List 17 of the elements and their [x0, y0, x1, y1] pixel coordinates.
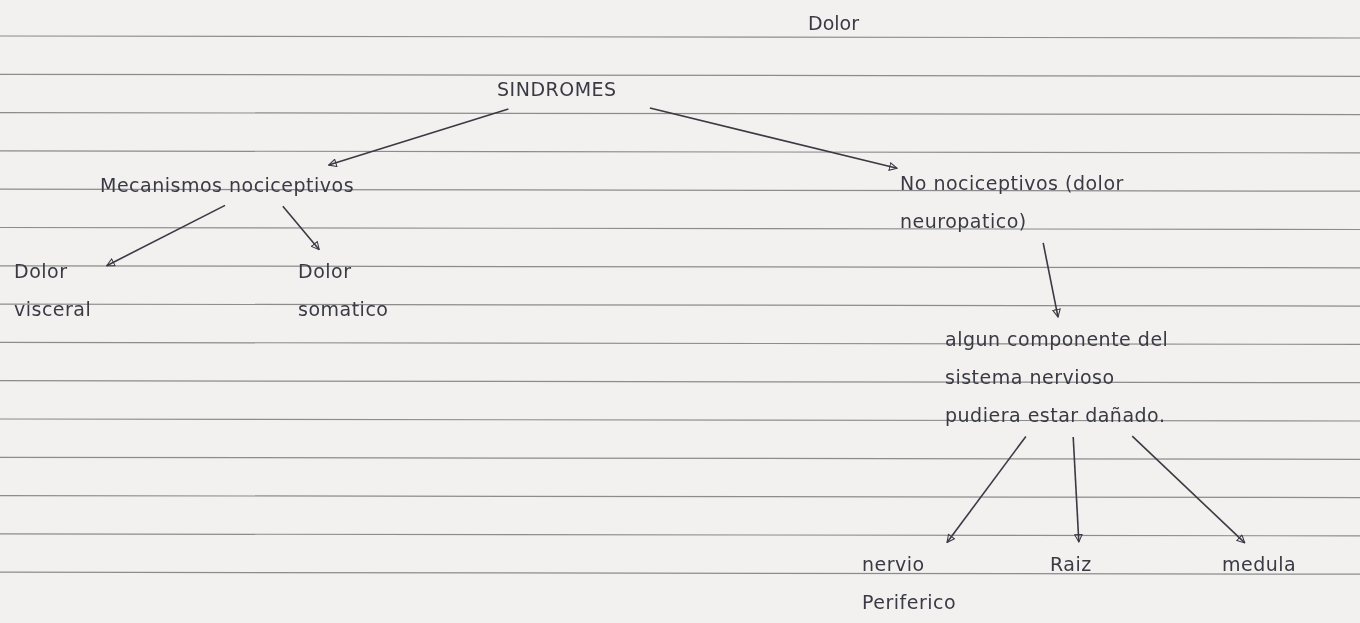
handwritten-note: medula: [1222, 545, 1312, 583]
arrow: [946, 435, 1027, 544]
arrow: [327, 108, 510, 167]
arrow: [1042, 242, 1061, 318]
handwritten-note: nervio Periferico: [862, 545, 972, 621]
handwritten-note: Dolor somatico: [298, 252, 408, 328]
arrow: [649, 107, 898, 171]
title: Dolor: [808, 11, 859, 36]
arrow: [1131, 435, 1246, 544]
handwritten-note: Raiz: [1050, 545, 1110, 583]
arrow: [105, 204, 226, 267]
handwritten-note: No nociceptivos (dolor neuropatico): [900, 164, 1170, 240]
arrow: [1072, 436, 1083, 543]
handwritten-note: SINDROMES: [497, 70, 647, 108]
handwritten-note: algun componente del sistema nervioso pudiera estar dañado.: [945, 320, 1195, 434]
handwritten-note: Dolor visceral: [14, 252, 104, 328]
arrow: [282, 205, 321, 251]
